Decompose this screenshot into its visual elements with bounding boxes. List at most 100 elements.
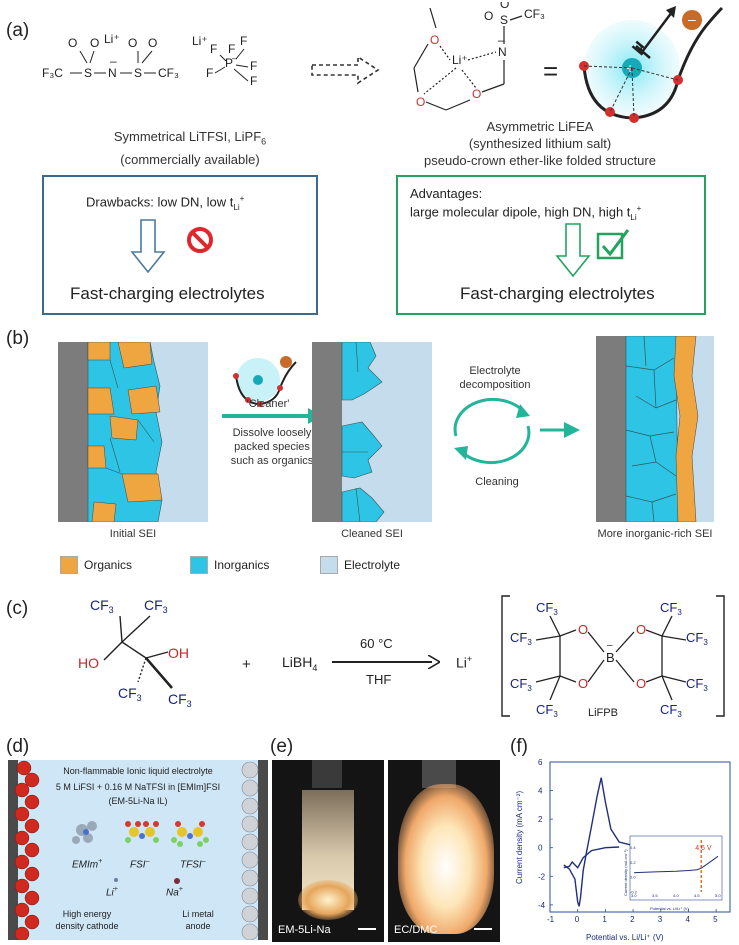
li-ion-label: Li+ — [106, 886, 118, 899]
li-ion-dot — [114, 878, 118, 882]
advantages-t-sub: Li — [630, 212, 637, 222]
svg-text:CF3: CF3 — [118, 685, 142, 703]
clip-left — [312, 760, 342, 788]
cleaner-label: 'Cleaner' — [246, 398, 290, 410]
left-caption: Symmetrical LiTFSI, LiPF6 (commercially … — [70, 128, 310, 168]
advantages-box — [396, 175, 706, 315]
anode-line2: anode — [185, 921, 211, 931]
emim-label: EMIm+ — [72, 858, 103, 871]
advantages-title: Advantages: — [410, 186, 483, 201]
na-ion-label: Na+ — [166, 886, 183, 899]
cleaner-icon — [233, 356, 297, 407]
decomposition-text: Electrolyte decomposition — [440, 364, 550, 392]
electrolyte-line2: 5 M LiFSI + 0.16 M NaTFSI in [EMIm]FSI — [55, 782, 221, 792]
checkbox-check-icon — [596, 229, 630, 260]
svg-text:S: S — [500, 13, 508, 27]
fast-charging-left: Fast-charging electrolytes — [70, 284, 265, 303]
right-caption-line2: (synthesized lithium salt) — [468, 136, 612, 151]
inset-marker-label: 4.6 V — [695, 845, 712, 852]
svg-text:P: P — [225, 56, 233, 70]
inset-x-tick-label-0: 3.0 — [631, 893, 637, 898]
svg-text:O: O — [68, 36, 77, 50]
svg-text:O: O — [430, 33, 439, 47]
inset-xlabel: Potential vs. Li/Li⁺ (V) — [650, 906, 689, 911]
flame-test-right: EC/DMC — [388, 760, 500, 942]
svg-text:CF3: CF3 — [686, 630, 708, 647]
legend-label-organics: Organics — [84, 558, 133, 572]
svg-text:O: O — [500, 2, 509, 11]
anode-line1: Li metal — [182, 909, 214, 919]
svg-text:Li⁺: Li⁺ — [192, 34, 208, 48]
na-ion-text: Na — [166, 887, 179, 899]
legend-label-electrolyte: Electrolyte — [344, 558, 401, 572]
svg-text:CF3: CF3 — [536, 600, 558, 617]
inset-y-tick-label-3: 0.4 — [630, 845, 636, 850]
svg-text:–: – — [498, 33, 505, 47]
inset-y-tick-label-2: 0.2 — [630, 860, 636, 865]
initial-sei-label: Initial SEI — [109, 528, 157, 540]
label-em5lina: EM-5Li-Na — [278, 924, 331, 936]
svg-text:O: O — [636, 676, 646, 691]
legend-organics: Organics — [60, 556, 132, 574]
svg-text:F: F — [250, 59, 257, 73]
legend-electrolyte: Electrolyte — [320, 556, 400, 574]
advantages-text: large molecular dipole, high DN, high tL… — [410, 204, 642, 222]
down-arrow-icon — [130, 219, 166, 274]
electrolyte-line1: Non-flammable Ionic liquid electrolyte — [63, 766, 213, 776]
svg-text:F: F — [250, 74, 257, 88]
li-cation-text: Li — [456, 654, 467, 671]
dissolve-text: Dissolve loosely packed species such as … — [222, 426, 322, 468]
svg-text:N: N — [498, 45, 507, 59]
dissolve-line3: such as organics — [230, 455, 314, 467]
x-tick-label-1: 0 — [575, 915, 580, 924]
final-sei-schematic — [596, 336, 714, 522]
libh4-text: LiBH — [282, 654, 313, 670]
lifea-structure: O Li⁺ O O N– S OO CF₃ — [413, 2, 545, 111]
na-ion-dot — [174, 878, 180, 884]
y-tick-label-0: -4 — [538, 901, 546, 910]
fsi-label: FSI– — [130, 858, 150, 871]
y-tick-label-1: -2 — [538, 872, 546, 881]
svg-text:CF3: CF3 — [510, 676, 532, 693]
large-flame — [398, 784, 494, 934]
chart-xlabel: Potential vs. Li/Li⁺ (V) — [586, 933, 664, 942]
final-sei-label: More inorganic-rich SEI — [597, 528, 713, 540]
left-caption-sub: 6 — [261, 136, 267, 147]
svg-text:CF3: CF3 — [510, 630, 532, 647]
svg-text:F₃C: F₃C — [42, 66, 63, 80]
svg-text:F: F — [210, 42, 217, 56]
scale-bar-left — [358, 928, 376, 930]
dissolve-line2: packed species — [234, 441, 310, 453]
panel-label-c: (c) — [6, 598, 29, 619]
svg-text:F: F — [206, 66, 213, 80]
svg-text:CF₃: CF₃ — [524, 7, 545, 21]
svg-text:S: S — [134, 66, 142, 80]
svg-text:–: – — [607, 640, 613, 651]
pinacol-structure: CF3 CF3 CF3 CF3 HO OH — [78, 597, 192, 709]
li-ion-text: Li — [106, 887, 114, 899]
electrolyte-line3: (EM-5Li-Na IL) — [108, 796, 168, 806]
legend-inorganics: Inorganics — [190, 556, 269, 574]
clip-right — [422, 760, 456, 788]
legend-swatch-organics — [60, 556, 78, 574]
anode-particles — [241, 760, 268, 940]
legend-swatch-inorganics — [190, 556, 208, 574]
inset-ylabel: Current density (mA cm⁻²) — [623, 849, 628, 896]
panel-label-d: (d) — [6, 736, 30, 757]
svg-text:O: O — [472, 87, 481, 101]
right-caption-line1: Asymmetric LiFEA — [486, 119, 594, 134]
inset-y-tick-label-1: 0.0 — [630, 875, 636, 880]
libh4-label: LiBH4 — [282, 654, 317, 673]
initial-sei-schematic — [58, 342, 208, 522]
svg-text:CF3: CF3 — [536, 702, 558, 719]
svg-text:HO: HO — [78, 655, 99, 671]
legend-swatch-electrolyte — [320, 556, 338, 574]
svg-text:O: O — [578, 622, 588, 637]
y-tick-label-3: 2 — [538, 815, 543, 824]
inset-series — [633, 855, 719, 874]
svg-text:Li⁺: Li⁺ — [452, 53, 468, 67]
flame-test-left: EM-5Li-Na — [272, 760, 384, 942]
sei-legend: Organics Inorganics Electrolyte — [60, 556, 460, 576]
y-tick-label-4: 4 — [538, 787, 543, 796]
